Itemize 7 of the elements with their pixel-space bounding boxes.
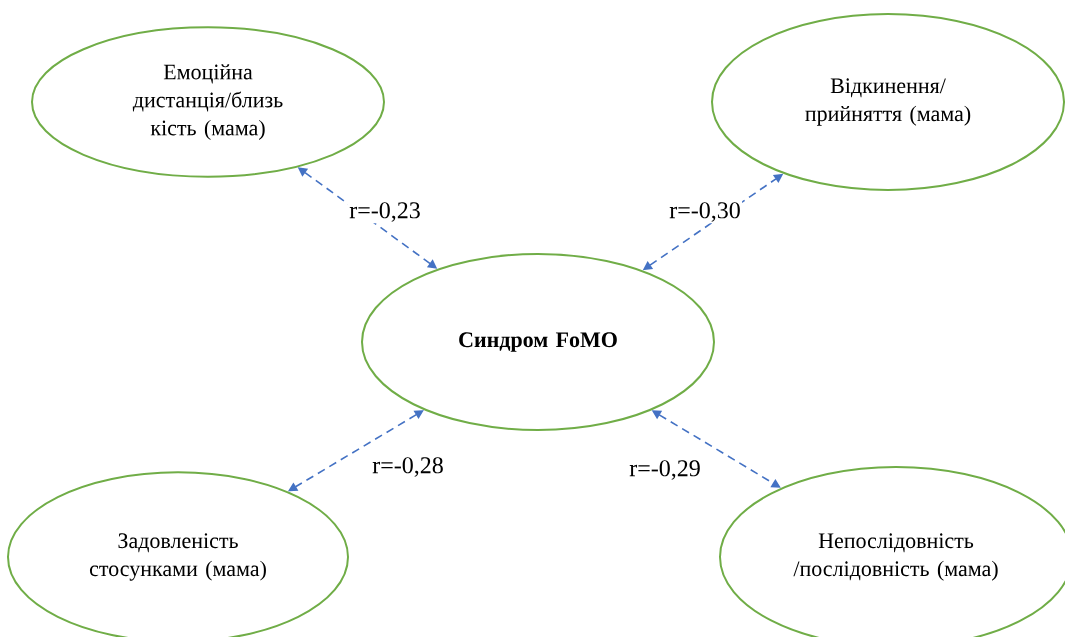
ellipse-node: Емоційна дистанція/близь кість (мама) [31,26,385,178]
ellipse-node: Синдром FoMO [361,253,715,431]
edge-label: r=-0,29 [629,460,700,480]
edge-label: r=-0,30 [669,202,740,222]
ellipse-node: Відкинення/ прийняття (мама) [711,13,1065,191]
edge-label: r=-0,23 [349,202,420,222]
edge-label: r=-0,28 [372,457,443,477]
